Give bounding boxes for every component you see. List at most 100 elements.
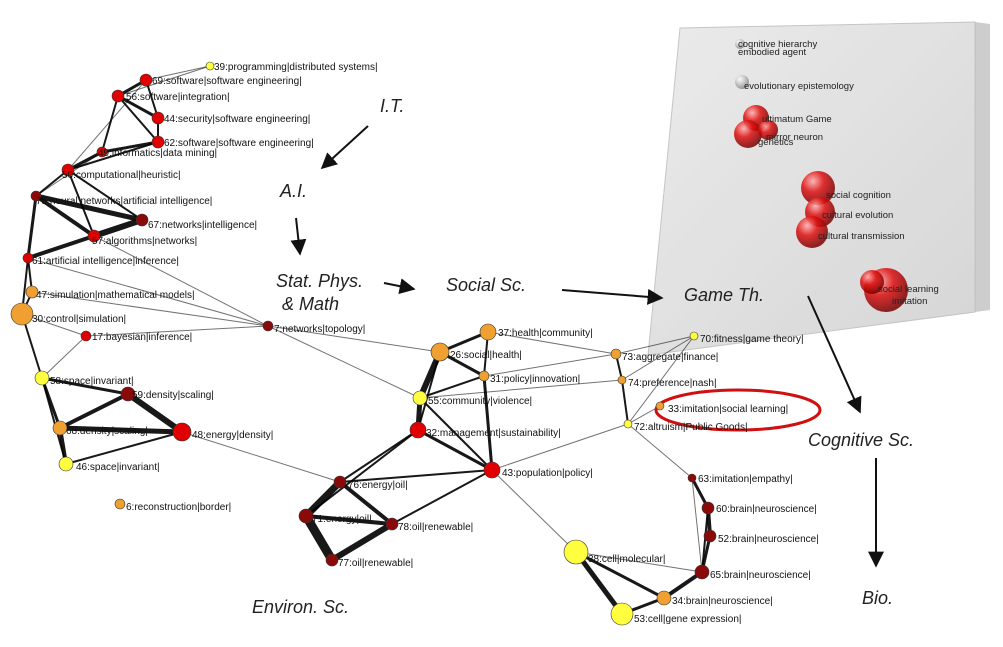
edge-17-58 (41, 335, 87, 379)
edge-68-48 (57, 425, 185, 435)
node-circle-30 (10, 302, 34, 326)
edge-73-70 (615, 335, 695, 355)
field-label-social: Social Sc. (446, 275, 526, 295)
edge-43-78 (391, 469, 493, 525)
edge-71-77 (301, 511, 337, 565)
node-label-6: 6:reconstruction|border| (126, 502, 231, 513)
node-38: 38:cell|molecular| (563, 539, 665, 565)
node-63: 63:imitation|empathy| (687, 473, 793, 485)
node-55: 55:community|violence| (412, 390, 532, 407)
node-label-44: 44:security|software engineering| (164, 114, 310, 125)
edge-31-43 (482, 374, 494, 472)
edge-34-38 (574, 550, 666, 600)
node-circle-57 (87, 229, 101, 243)
edge-17-7 (85, 325, 269, 337)
edge-58-59 (40, 376, 130, 396)
edge-55-74 (419, 379, 623, 399)
node-33: 33:imitation|social learning| (655, 401, 788, 415)
field-label-it: I.T. (380, 96, 404, 116)
panel-label-p5: mirror neuron (766, 132, 823, 143)
edge-63-65 (691, 477, 703, 573)
edge-7-55 (267, 325, 421, 399)
node-circle-53 (610, 602, 634, 626)
node-label-76: 76:energy|oil| (348, 480, 408, 491)
node-59: 59:density|scaling| (120, 386, 214, 402)
panel-label-p1: cognitive hierarchy (738, 39, 817, 50)
node-61: 61:artificial intelligence|inference| (22, 252, 179, 267)
node-label-37: 37:health|community| (498, 328, 593, 339)
node-label-71: 71:energy|oil| (312, 514, 372, 525)
node-62: 62:software|software engineering| (151, 135, 314, 149)
field-label-stat1: Stat. Phys. (276, 271, 363, 291)
edge-50-57 (67, 169, 95, 237)
edge-69-44 (145, 79, 159, 119)
node-circle-62 (151, 135, 165, 149)
node-77: 77:oil|renewable| (325, 553, 413, 569)
node-circle-32 (409, 421, 427, 439)
field-label-cog: Cognitive Sc. (808, 430, 914, 450)
node-circle-63 (687, 473, 697, 483)
node-52: 52:brain|neuroscience| (703, 529, 819, 545)
node-circle-55 (412, 390, 428, 406)
node-label-65: 65:brain|neuroscience| (710, 570, 811, 581)
node-circle-37 (479, 323, 497, 341)
node-label-53: 53:cell|gene expression| (634, 614, 742, 625)
panel-sphere-2 (735, 75, 749, 89)
node-72: 72:altruism|Public Goods| (623, 419, 748, 433)
field-label-bio: Bio. (862, 588, 893, 608)
node-74: 74:preference|nash| (617, 375, 717, 389)
panel-sphere-10 (860, 270, 884, 294)
node-78: 78:oil|renewable| (385, 517, 473, 533)
field-label-ai: A.I. (279, 181, 307, 201)
node-label-17: 17:bayesian|inference| (92, 332, 192, 343)
node-label-67: 67:networks|intelligence| (148, 220, 257, 231)
edge-26-32 (417, 351, 441, 431)
edge-70-72 (627, 335, 695, 425)
node-label-34: 34:brain|neuroscience| (672, 596, 773, 607)
node-69: 69:software|software engineering| (139, 73, 302, 87)
panel-sphere-1 (735, 39, 745, 49)
edge-76-78 (338, 480, 394, 526)
panel-label-p11: imitation (892, 296, 927, 307)
edge-7-61 (27, 257, 269, 327)
node-label-63: 63:imitation|empathy| (698, 474, 793, 485)
node-49: 49:informatics|data mining| (96, 146, 217, 159)
node-53: 53:cell|gene expression| (610, 602, 742, 626)
node-circle-71 (298, 508, 314, 524)
node-label-39: 39:programming|distributed systems| (214, 62, 378, 73)
node-circle-74 (617, 375, 627, 385)
node-circle-60 (701, 501, 715, 515)
node-57: 57:algorithms|networks| (87, 229, 197, 247)
node-56: 56:software|integration| (111, 89, 230, 103)
edge-71-78 (304, 514, 394, 526)
node-label-32: 32:management|sustainability| (426, 428, 561, 439)
edges (21, 65, 712, 617)
node-label-70: 70:fitness|game theory| (700, 334, 804, 345)
edge-49-50 (66, 150, 104, 172)
edge-59-68 (58, 392, 130, 430)
node-label-57: 57:algorithms|networks| (92, 236, 197, 247)
panel-label-p9: cultural transmission (818, 231, 905, 242)
node-75: 75:neural networks|artificial intelligen… (30, 190, 212, 207)
node-circle-44 (151, 111, 165, 125)
edge-31-55 (419, 375, 485, 399)
edge-55-43 (419, 397, 493, 471)
edge-38-65 (575, 551, 703, 573)
node-label-49: 49:informatics|data mining| (98, 148, 217, 159)
node-label-50: 50:computational|heuristic| (62, 170, 181, 181)
node-label-60: 60:brain|neuroscience| (716, 504, 817, 515)
node-50: 50:computational|heuristic| (61, 163, 181, 181)
node-circle-68 (52, 420, 68, 436)
edge-39-56 (117, 65, 211, 97)
node-label-61: 61:artificial intelligence|inference| (32, 256, 179, 267)
edge-48-59 (125, 391, 185, 435)
node-circle-70 (689, 331, 699, 341)
node-circle-26 (430, 342, 450, 362)
node-circle-67 (135, 213, 149, 227)
edge-57-67 (91, 217, 145, 239)
edge-57-61 (26, 234, 96, 260)
node-label-30: 30:control|simulation| (32, 314, 126, 325)
